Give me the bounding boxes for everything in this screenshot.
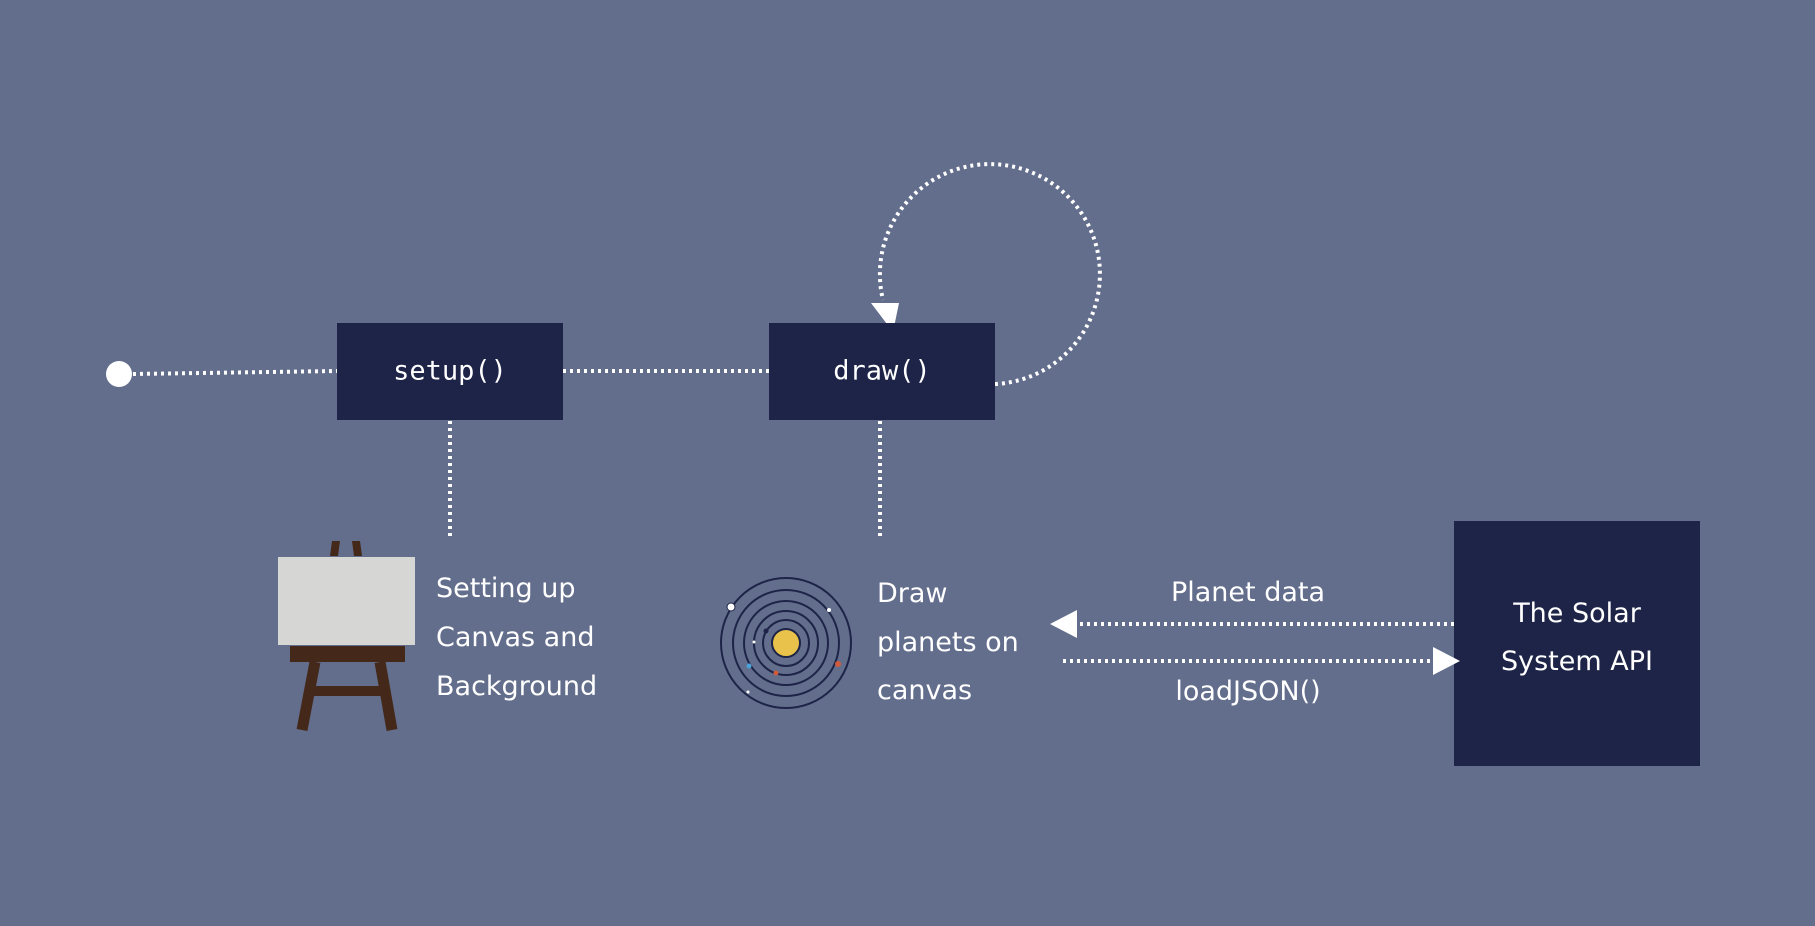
solar-system-api-node: The Solar System API bbox=[1454, 521, 1700, 766]
draw-caption-line-3: canvas bbox=[877, 675, 972, 706]
setup-caption-line-3: Background bbox=[436, 671, 597, 702]
draw-caption-line-2: planets on bbox=[877, 627, 1019, 658]
solar-system-icon bbox=[720, 577, 852, 709]
sun-icon bbox=[771, 628, 801, 658]
api-label-line-1: The Solar bbox=[1512, 598, 1642, 629]
api-label-line-2: System API bbox=[1501, 646, 1653, 677]
load-json-arrowhead bbox=[1433, 647, 1460, 675]
setup-caption-line-2: Canvas and bbox=[436, 622, 594, 653]
draw-caption-line-1: Draw bbox=[877, 578, 948, 609]
draw-node: draw() bbox=[769, 323, 995, 420]
load-json-label: loadJSON() bbox=[1175, 676, 1320, 707]
planet-data-label: Planet data bbox=[1171, 577, 1325, 608]
draw-label: draw() bbox=[833, 356, 931, 387]
planet-data-arrowhead bbox=[1050, 610, 1077, 638]
start-node bbox=[106, 361, 132, 387]
setup-caption-line-1: Setting up bbox=[436, 573, 576, 604]
draw-loop-arc bbox=[877, 162, 1102, 386]
start-to-setup-connector bbox=[132, 369, 338, 376]
setup-node: setup() bbox=[337, 323, 563, 420]
easel-canvas-icon bbox=[278, 541, 415, 732]
setup-label: setup() bbox=[393, 356, 507, 387]
